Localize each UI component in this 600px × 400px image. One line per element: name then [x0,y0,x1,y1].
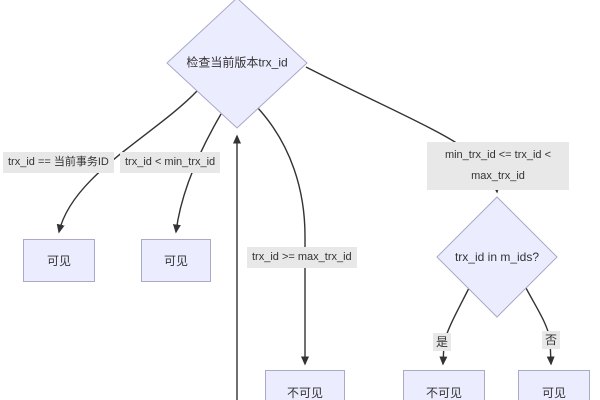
edge-label-between: min_trx_id <= trx_id < max_trx_id [427,142,569,190]
result-invisible-ge-box: 不可见 [265,370,345,400]
edge-eq-current [56,90,198,234]
edge-yes [439,287,470,366]
result-visible-lt-box: 可见 [141,239,211,282]
decision-in-mids-shape [436,196,558,318]
edge-no [525,287,555,366]
result-visible-not-in-mids-box: 可见 [518,370,590,400]
decision-check-version-shape [166,0,308,129]
result-visible-eq-box: 可见 [23,239,95,282]
edge-lt-min [172,113,222,234]
decision-check-version-label: 检查当前版本trx_id [186,55,288,70]
result-invisible-in-mids-box: 不可见 [403,370,485,400]
edge-label-no: 否 [542,331,561,350]
edge-ge-max [256,106,309,366]
edge-label-eq-current: trx_id == 当前事务ID [3,152,114,173]
edge-label-lt-min: trx_id < min_trx_id [120,152,221,173]
edge-label-yes: 是 [433,333,452,352]
edge-label-ge-max: trx_id >= max_trx_id [247,247,357,268]
decision-in-mids-label: trx_id in m_ids? [454,250,540,264]
